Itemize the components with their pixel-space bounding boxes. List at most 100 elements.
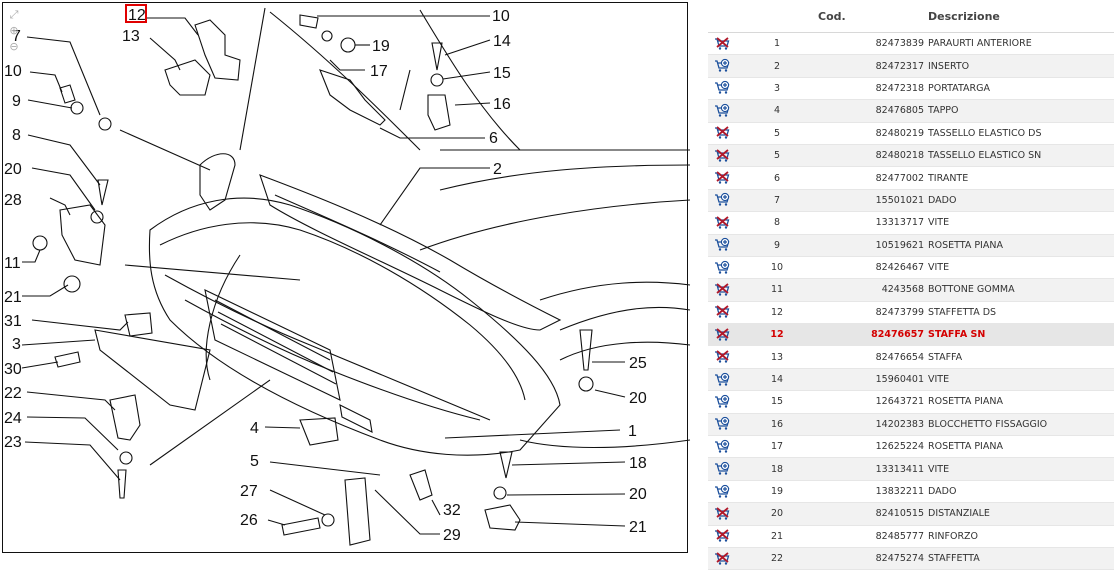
callout-9[interactable]: 9 [12, 93, 21, 110]
callout-19[interactable]: 19 [372, 38, 390, 55]
cell-cod: 12643721 [818, 390, 928, 414]
cell-cod: 82476805 [818, 99, 928, 123]
cart-remove-icon[interactable] [708, 32, 736, 56]
cart-add-icon[interactable] [708, 77, 736, 101]
cart-add-icon[interactable] [708, 234, 736, 257]
callout-5[interactable]: 5 [250, 453, 259, 470]
cell-pos: 10 [736, 256, 818, 280]
callout-18[interactable]: 18 [629, 455, 647, 472]
callout-3[interactable]: 3 [12, 336, 21, 353]
cart-add-icon[interactable] [708, 390, 736, 414]
callout-22[interactable]: 22 [4, 385, 22, 402]
callout-31[interactable]: 31 [4, 313, 22, 330]
cart-add-icon[interactable] [708, 413, 736, 437]
cart-add-icon[interactable] [708, 480, 736, 504]
cart-remove-icon[interactable] [708, 122, 736, 145]
cart-remove-icon[interactable] [708, 525, 736, 548]
callout-10-right[interactable]: 10 [492, 8, 510, 25]
callout-23[interactable]: 23 [4, 434, 22, 451]
callout-13[interactable]: 13 [122, 28, 140, 45]
cart-add-icon[interactable] [708, 99, 736, 123]
diagram-canvas[interactable]: 12 13 7 10 9 8 20 28 11 21 31 3 30 22 24… [0, 0, 691, 557]
callout-4[interactable]: 4 [250, 420, 259, 437]
callout-28[interactable]: 28 [4, 192, 22, 209]
zoom-out-icon[interactable]: ⊖ [9, 40, 19, 53]
cell-pos: 2 [736, 54, 818, 78]
callout-20-right[interactable]: 20 [629, 390, 647, 407]
cell-desc: INSERTO [928, 54, 1114, 78]
cell-desc: STAFFETTA DS [928, 301, 1114, 325]
callout-16[interactable]: 16 [493, 96, 511, 113]
exploded-diagram[interactable]: 12 13 7 10 9 8 20 28 11 21 31 3 30 22 24… [0, 0, 691, 557]
callout-6[interactable]: 6 [489, 130, 498, 147]
zoom-in-icon[interactable]: ⊕ [9, 24, 19, 37]
callout-20-bottom[interactable]: 20 [629, 486, 647, 503]
cell-desc: TASSELLO ELASTICO SN [928, 144, 1114, 168]
cart-remove-icon[interactable] [708, 502, 736, 526]
cell-pos: 9 [736, 234, 818, 257]
cart-add-icon[interactable] [708, 189, 736, 213]
callout-25[interactable]: 25 [629, 355, 647, 372]
cart-add-icon[interactable] [708, 435, 736, 459]
callout-26[interactable]: 26 [240, 512, 258, 529]
callout-8[interactable]: 8 [12, 127, 21, 144]
cart-remove-icon[interactable] [708, 547, 736, 570]
callout-32[interactable]: 32 [443, 502, 461, 519]
callout-1[interactable]: 1 [628, 423, 637, 440]
cart-add-icon[interactable] [708, 54, 736, 78]
callout-27[interactable]: 27 [240, 483, 258, 500]
callout-30[interactable]: 30 [4, 361, 22, 378]
cart-remove-icon[interactable] [708, 144, 736, 168]
cart-remove-icon[interactable] [708, 345, 736, 369]
cart-add-icon[interactable] [708, 368, 736, 392]
callout-2[interactable]: 2 [493, 161, 502, 178]
callout-11[interactable]: 11 [4, 255, 21, 272]
callout-20[interactable]: 20 [4, 161, 22, 178]
cell-pos: 7 [736, 189, 818, 213]
cart-remove-icon[interactable] [708, 211, 736, 235]
cart-add-icon[interactable] [708, 256, 736, 280]
callout-21[interactable]: 21 [4, 289, 22, 306]
cell-desc: ROSETTA PIANA [928, 435, 1114, 459]
callout-21-right[interactable]: 21 [629, 519, 647, 536]
cart-remove-icon[interactable] [708, 166, 736, 190]
cart-remove-icon[interactable] [708, 278, 736, 302]
callout-12[interactable]: 12 [128, 7, 146, 24]
callout-24[interactable]: 24 [4, 410, 22, 427]
cart-remove-icon[interactable] [708, 301, 736, 325]
fit-screen-icon[interactable]: ⤢ [9, 8, 19, 21]
callout-7[interactable]: 7 [12, 28, 21, 45]
callout-17[interactable]: 17 [370, 63, 388, 80]
callout-14[interactable]: 14 [493, 33, 511, 50]
cart-remove-icon[interactable] [708, 323, 736, 347]
callout-10[interactable]: 10 [4, 63, 22, 80]
cart-add-icon[interactable] [708, 457, 736, 481]
callout-15[interactable]: 15 [493, 65, 511, 82]
callout-29[interactable]: 29 [443, 527, 461, 544]
